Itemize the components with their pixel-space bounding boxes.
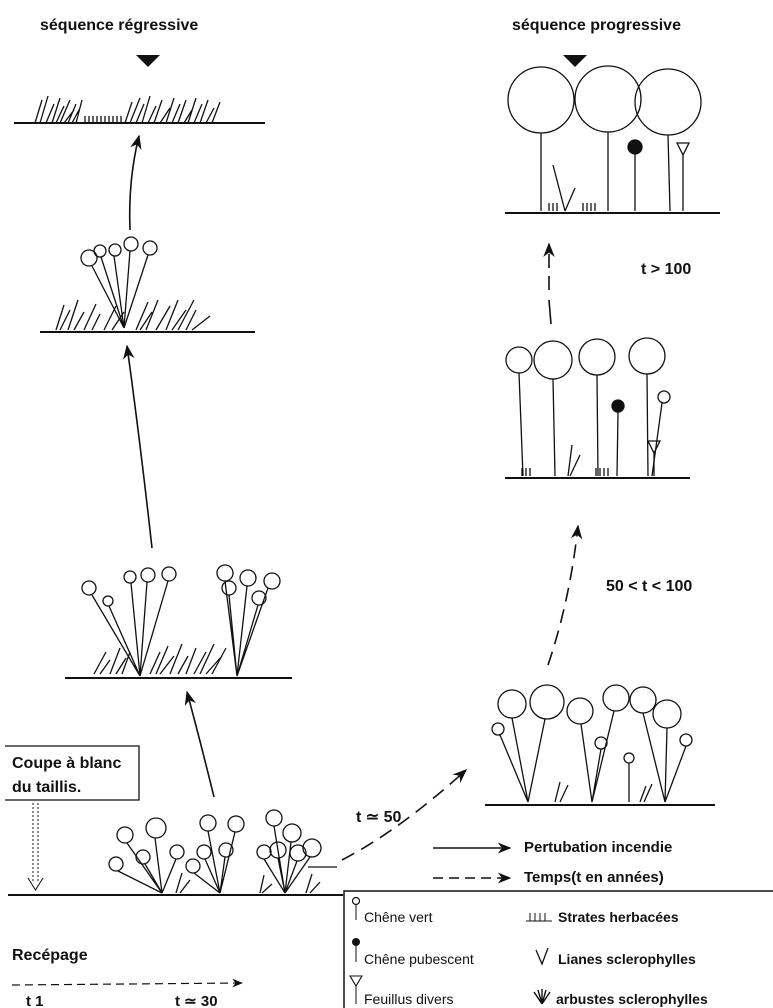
coupe-box: Coupe à blanc du taillis. — [5, 745, 140, 801]
recepage-label: Recépage — [12, 947, 88, 964]
stage-progressive-1 — [485, 684, 715, 806]
t-gt-100: t > 100 — [641, 261, 691, 278]
legend-time-label: Temps(t en années) — [524, 869, 664, 886]
stage-regressive-3 — [40, 236, 255, 333]
t-30: t ≃ 30 — [175, 993, 218, 1008]
arbustes-icon — [533, 989, 551, 1005]
t-50-100: 50 < t < 100 — [606, 578, 692, 595]
stage-progressive-top — [505, 65, 720, 214]
stage-progressive-2 — [505, 337, 690, 479]
legend-strates: Strates herbacées — [558, 909, 679, 925]
legend-chene-pubescent: Chêne pubescent — [364, 951, 474, 967]
title-regressive: séquence régressive — [40, 17, 198, 34]
arrow-time — [547, 524, 583, 666]
legend-chene-vert: Chêne vert — [364, 909, 433, 925]
arrow-fire — [128, 134, 142, 231]
feuillus-icon — [349, 975, 363, 988]
legend-feuillus: Feuillus divers — [364, 991, 453, 1007]
legend-fire-label: Pertubation incendie — [524, 839, 672, 856]
lianes-icon — [535, 947, 549, 966]
title-progressive: séquence progressive — [512, 17, 681, 34]
t-approx-50: t ≃ 50 — [356, 809, 402, 826]
arrow-time — [341, 769, 468, 861]
legend-arbustes: arbustes sclerophylles — [556, 991, 708, 1007]
coupe-line2: du taillis. — [12, 779, 81, 796]
line-legend: Pertubation incendie Temps(t en années) — [433, 839, 672, 886]
chene-pubescent-icon — [352, 938, 360, 946]
stage-start — [8, 809, 343, 896]
arrow-time-stub — [548, 299, 552, 325]
arrow-fire — [184, 690, 215, 798]
coupe-line1: Coupe à blanc — [12, 755, 121, 772]
arrow-down-icon — [563, 55, 587, 67]
arrow-fire — [123, 344, 153, 549]
stage-regressive-2 — [65, 564, 292, 679]
chene-vert-icon — [351, 896, 361, 906]
strates-icon — [526, 913, 552, 922]
t-1: t 1 — [26, 993, 44, 1008]
legend-lianes: Lianes sclerophylles — [558, 951, 696, 967]
recepage-arrow — [27, 803, 44, 891]
stage-regressive-top — [14, 95, 265, 124]
time-arrow — [11, 978, 244, 988]
symbol-legend: Chêne vert Chêne pubescent Feuillus dive… — [343, 890, 773, 1008]
arrow-down-icon — [136, 55, 160, 67]
